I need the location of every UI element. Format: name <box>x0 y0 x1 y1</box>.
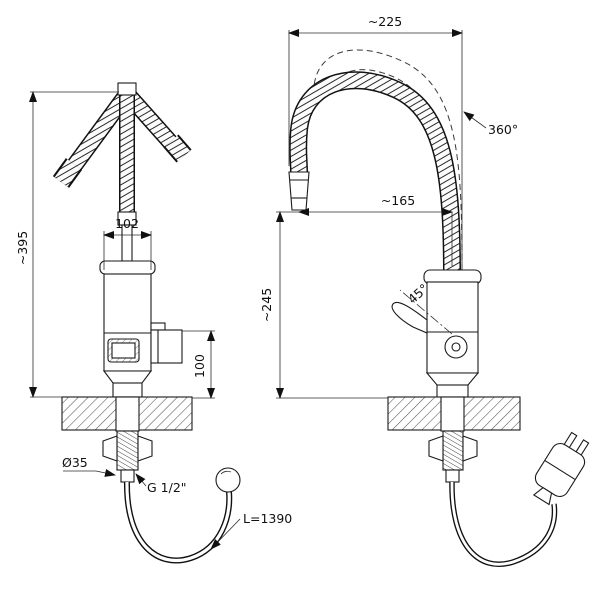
threaded-shank-front <box>116 430 139 471</box>
power-cord-and-plug <box>449 431 590 567</box>
mounting-hardware-side <box>428 396 478 483</box>
handle-lever <box>391 301 428 334</box>
aerator-nozzle-side-icon <box>288 171 310 211</box>
supply-hose-with-weight <box>123 467 241 564</box>
dim-spout-reach: ~165 <box>381 193 415 208</box>
mounting-hardware-front <box>102 396 153 483</box>
dim-thread-size: G 1/2" <box>147 480 187 495</box>
mounting-nut-wing-left <box>102 435 118 462</box>
side-view: ~225 360° ~165 ~245 45° <box>259 14 590 567</box>
flexible-spout-swung-positions <box>52 82 192 212</box>
mounting-nut-wing-right <box>137 435 153 462</box>
gooseneck-flexible-spout <box>288 71 461 276</box>
dim-total-height: ~395 <box>15 231 30 265</box>
threaded-shank-side <box>442 430 464 471</box>
dimensions-front: ~395 102 100 Ø35 G 1/2" L=1390 <box>15 91 292 550</box>
dim-swivel-angle: 360° <box>488 122 518 137</box>
power-plug-icon <box>532 431 590 506</box>
faucet-body-side <box>391 269 482 399</box>
dim-body-width: 102 <box>115 216 139 231</box>
dim-shank-diameter: Ø35 <box>62 455 88 470</box>
dim-top-width: ~225 <box>368 14 402 29</box>
dim-cable-length: L=1390 <box>243 511 292 526</box>
dim-body-height: 100 <box>192 354 207 378</box>
faucet-body-front <box>99 211 183 398</box>
dimensions-side: ~225 360° ~165 ~245 45° <box>259 14 518 399</box>
hose-ball-weight <box>215 467 241 493</box>
front-view: ~395 102 100 Ø35 G 1/2" L=1390 <box>15 82 292 564</box>
hose-junction <box>117 82 137 96</box>
dim-spout-height: ~245 <box>259 288 274 322</box>
side-handle-front <box>150 329 183 364</box>
